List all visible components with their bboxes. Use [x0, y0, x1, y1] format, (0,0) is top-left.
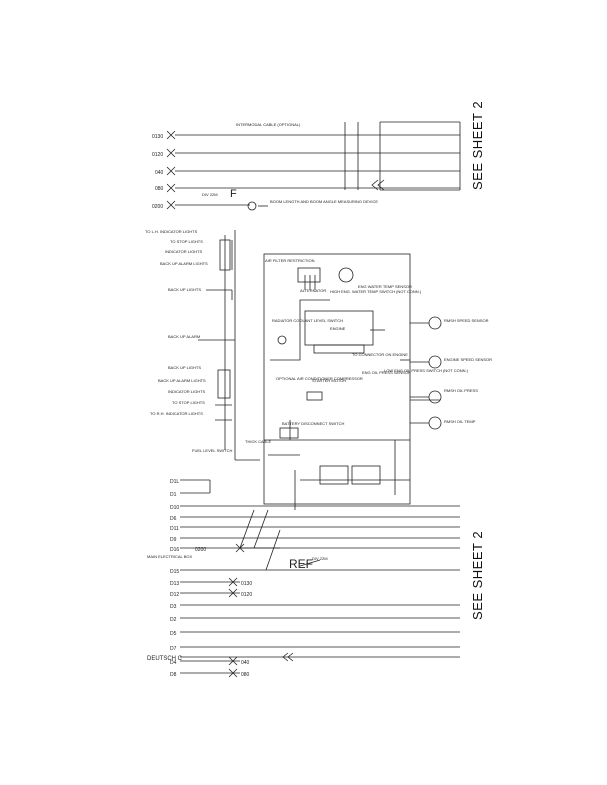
ref-label: REF	[289, 557, 313, 571]
rpm-oil-temp-label: RMSH OIL TEMP	[444, 419, 476, 424]
bus-label: DEUTSCH C	[147, 656, 183, 662]
light-label: TO L.H. INDICATOR LIGHTS	[145, 229, 198, 234]
engine-label: ENGINE	[330, 326, 346, 331]
rpm-oil-press-label: RMSH OIL PRESS	[444, 388, 478, 393]
high-eng-label: HIGH ENG. WATER TEMP SWITCH (NOT CONN.)	[330, 289, 422, 294]
bus-label: D1L	[170, 479, 179, 485]
bus-label: D7	[170, 646, 177, 652]
top-connector-markers	[166, 130, 176, 210]
bus-labels: D1L D1 D10 D6 D11 D9 D16 D15 D13 D12 D3 …	[147, 479, 183, 678]
bus-label: D1	[170, 492, 177, 498]
low-eng-label: LOW ENG OIL PRESS SWITCH (NOT CONN.)	[384, 368, 469, 373]
light-label: BACK UP ALARM LIGHTS	[158, 378, 206, 383]
f-mark: F	[230, 188, 237, 200]
connector-040-label: 040	[155, 170, 164, 176]
alternator-label: ALTERNATOR	[300, 288, 326, 293]
bus-junction-markers	[228, 543, 245, 678]
light-label: BACK UP ALARM	[168, 334, 200, 339]
rpm-speed-label: RMSH SPEED SENSOR	[444, 318, 489, 323]
bus-label: D4	[170, 660, 177, 666]
bus-label: D2	[170, 617, 177, 623]
thick-cable-label: THICK CABLE	[245, 439, 272, 444]
junction-label: 040	[241, 660, 250, 666]
air-filter-label: AIR FILTER RESTRICTION	[265, 258, 315, 263]
bus-lines	[180, 479, 460, 674]
eng-oil-label: ENG OIL PRESS SENSOR	[362, 370, 411, 375]
top-connector-labels: 0130 0120 040 080 0200	[152, 134, 164, 210]
light-label: TO R.H. INDICATOR LIGHTS	[150, 411, 203, 416]
radiator-label: RADIATOR COOLANT LEVEL SWITCH	[272, 318, 343, 323]
bus-label: D5	[170, 631, 177, 637]
bus-label: D16	[170, 547, 179, 553]
lights-wiring	[198, 230, 260, 461]
engine-block	[263, 253, 440, 510]
connector-080-label: 080	[155, 186, 164, 192]
bus-label: D3	[170, 604, 177, 610]
connector-0130-label: 0130	[152, 134, 163, 140]
bus-label: D15	[170, 569, 179, 575]
boom-note: BOOM LENGTH AND BOOM ANGLE MEASURING DEV…	[270, 199, 378, 204]
eng-water-label: ENG WATER TEMP SENSOR	[358, 284, 412, 289]
main-box-label: MAIN ELECTRICAL BOX	[147, 554, 193, 559]
right-sensors	[410, 316, 442, 430]
junction-label: 0120	[241, 592, 252, 598]
bus-label: D6	[170, 516, 177, 522]
battery-label: BATTERY DISCONNECT SWITCH	[282, 421, 344, 426]
light-label: BACK UP LIGHTS	[168, 287, 201, 292]
component-labels: AIR FILTER RESTRICTION ALTERNATOR HIGH E…	[192, 258, 492, 453]
bus-label: D9	[170, 537, 177, 543]
connector-0200-label: 0200	[152, 204, 163, 210]
bus-label: D13	[170, 581, 179, 587]
starter-label: STARTER MOTOR	[312, 378, 346, 383]
bus-label: D10	[170, 505, 179, 511]
ref-div-label: DIV 22M	[312, 556, 328, 561]
to-connector-label: TO CONNECTOR ON ENGINE	[352, 352, 408, 357]
light-label: INDICATOR LIGHTS	[165, 249, 203, 254]
bus-label: D12	[170, 592, 179, 598]
optional-air-label: OPTIONAL AIR CONDITIONER COMPRESSOR	[276, 376, 363, 381]
bus-label: D8	[170, 672, 177, 678]
junction-label: 0130	[241, 581, 252, 587]
div-note: DIV 22M	[202, 192, 218, 197]
connector-0120-label: 0120	[152, 152, 163, 158]
light-label: INDICATOR LIGHTS	[168, 389, 206, 394]
bus-label: D11	[170, 526, 179, 532]
left-light-labels: TO L.H. INDICATOR LIGHTS TO STOP LIGHTS …	[145, 229, 208, 416]
light-label: BACK UP ALARM LIGHTS	[160, 261, 208, 266]
engine-speed-label: ENGINE SPEED SENSOR	[444, 357, 492, 362]
junction-label: 0200	[195, 547, 206, 553]
top-cable-group	[175, 121, 461, 211]
intermodal-note: INTERMODAL CABLE (OPTIONAL)	[236, 122, 301, 127]
junction-label: 080	[241, 672, 250, 678]
light-label: BACK UP LIGHTS	[168, 365, 201, 370]
light-label: TO STOP LIGHTS	[172, 400, 205, 405]
light-label: TO STOP LIGHTS	[170, 239, 203, 244]
fuel-level-label: FUEL LEVEL SWITCH	[192, 448, 232, 453]
